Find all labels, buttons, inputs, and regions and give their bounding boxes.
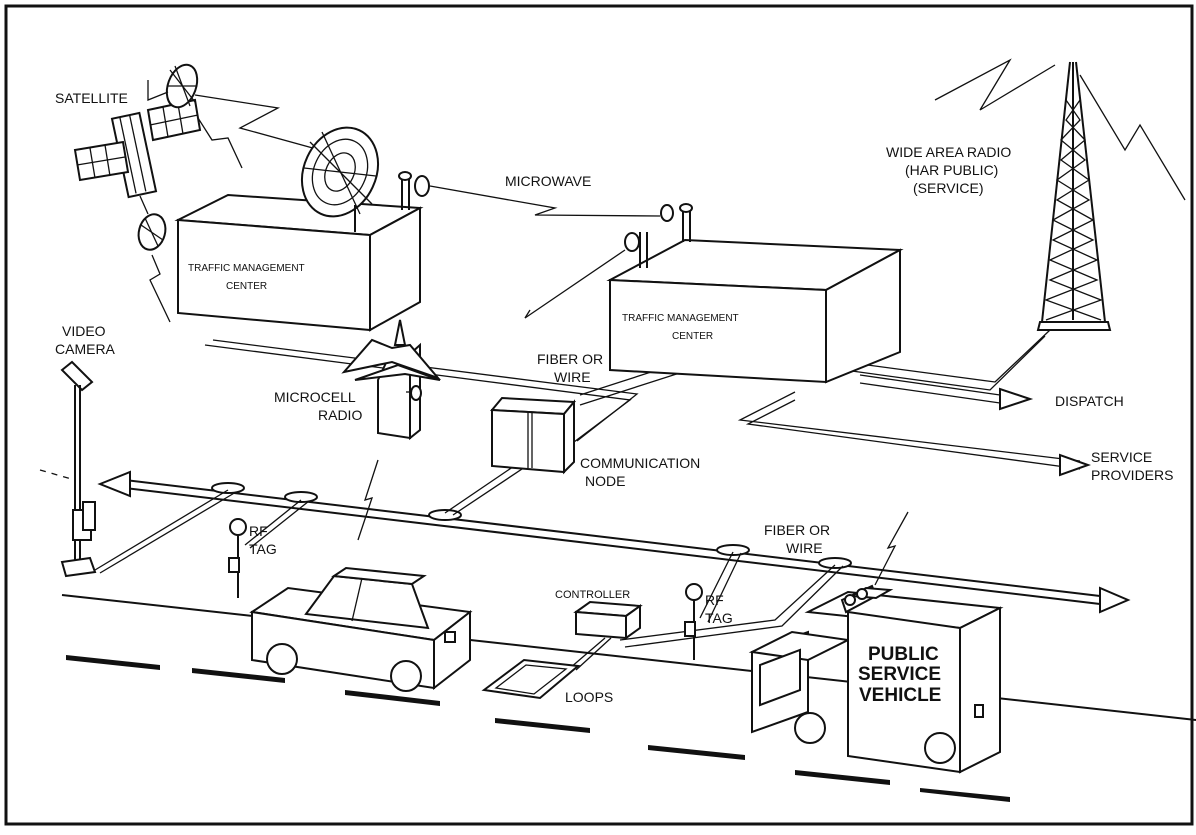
microwave-label: MICROWAVE — [505, 173, 591, 189]
arrow-left — [100, 472, 130, 496]
fiber-or-wire-top-2: WIRE — [554, 369, 591, 385]
controller-label: CONTROLLER — [555, 589, 630, 601]
psv-signal — [875, 512, 908, 585]
loops-icon — [484, 660, 578, 698]
rf-tag-left-icon — [229, 519, 246, 598]
wide-area-radio-label-3: (SERVICE) — [913, 180, 984, 196]
car-icon — [252, 568, 470, 691]
microcell-label-1: MICROCELL — [274, 389, 356, 405]
microwave-link — [430, 186, 660, 216]
loops-label: LOOPS — [565, 689, 613, 705]
rf-tag-right-label-2: TAG — [705, 610, 733, 626]
fiber-or-wire-bottom-2: WIRE — [786, 540, 823, 556]
traffic-management-center-2: TRAFFIC MANAGEMENT CENTER — [610, 240, 900, 382]
communication-node-icon — [492, 398, 574, 472]
microwave-antenna-icon — [399, 172, 429, 210]
radio-link-left — [935, 60, 1055, 110]
satellite-label: SATELLITE — [55, 90, 128, 106]
arrow-right — [1100, 588, 1128, 612]
video-camera-label-1: VIDEO — [62, 323, 106, 339]
radio-tower-icon — [1038, 62, 1110, 330]
radio-link-right — [1080, 75, 1185, 200]
psv-label-line1: PUBLIC — [868, 644, 939, 665]
rf-tag-left-label-2: TAG — [249, 541, 277, 557]
video-camera-label-2: CAMERA — [55, 341, 116, 357]
controller-icon — [570, 602, 640, 670]
communication-node-label-1: COMMUNICATION — [580, 455, 700, 471]
microcell-label-2: RADIO — [318, 407, 362, 423]
tmc2-label-line2: CENTER — [672, 331, 713, 342]
video-camera-icon — [40, 362, 95, 576]
fiber-or-wire-bottom-1: FIBER OR — [764, 522, 830, 538]
rf-tag-right-icon — [685, 584, 702, 660]
dispatch-label: DISPATCH — [1055, 393, 1124, 409]
tmc2-label-line1: TRAFFIC MANAGEMENT — [622, 313, 739, 324]
wide-area-radio-label-2: (HAR PUBLIC) — [905, 162, 998, 178]
rf-tag-right-label-1: RF — [705, 592, 724, 608]
service-providers-label-1: SERVICE — [1091, 449, 1152, 465]
psv-label-line2: SERVICE — [858, 664, 941, 685]
communication-node-label-2: NODE — [585, 473, 625, 489]
tmc1-label-line2: CENTER — [226, 281, 267, 292]
traffic-management-center-1: TRAFFIC MANAGEMENT CENTER — [178, 195, 420, 330]
microcell-signal — [358, 460, 378, 540]
fiber-or-wire-top-1: FIBER OR — [537, 351, 603, 367]
tmc1-label-line1: TRAFFIC MANAGEMENT — [188, 263, 305, 274]
dispatch-arrow — [1000, 389, 1030, 409]
service-providers-arrow — [1060, 455, 1088, 475]
wide-area-radio-label-1: WIDE AREA RADIO — [886, 144, 1011, 160]
rf-tag-left-label-1: RF — [249, 523, 268, 539]
service-providers-label-2: PROVIDERS — [1091, 467, 1173, 483]
psv-label-line3: VEHICLE — [859, 685, 941, 706]
